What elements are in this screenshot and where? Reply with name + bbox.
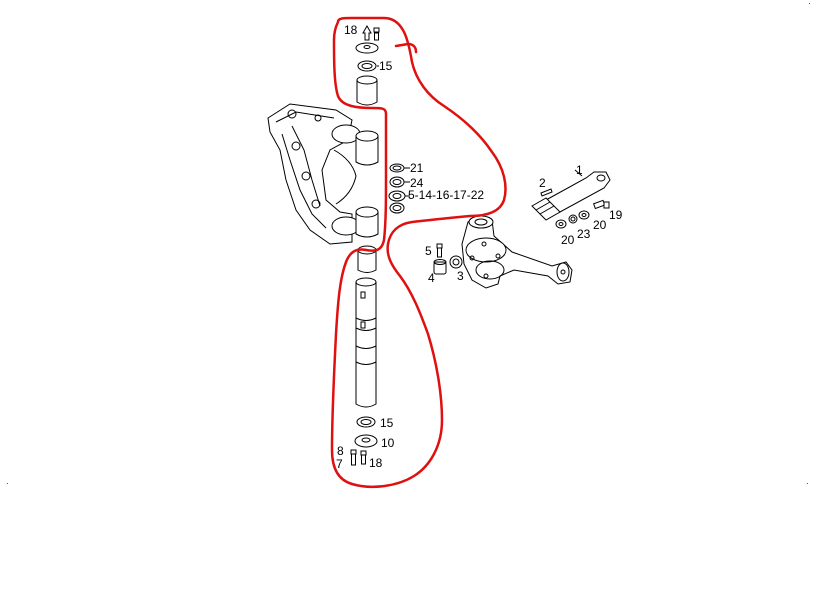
callout-21: 21	[410, 161, 424, 175]
washer-23	[568, 214, 578, 224]
key-2	[540, 188, 553, 197]
nut-20a	[555, 219, 567, 229]
steering-arm	[531, 171, 611, 221]
bottom-bolt-8	[350, 449, 357, 466]
callout-20a: 20	[561, 233, 575, 247]
corner-marks: · · ·	[6, 0, 811, 488]
callout-19: 19	[609, 208, 623, 222]
upper-boss-bushing	[355, 130, 379, 166]
svg-text:·: ·	[6, 479, 9, 488]
top-bushing	[356, 75, 378, 106]
callout-5: 5	[425, 244, 432, 258]
callout-10: 10	[381, 436, 395, 450]
callout-labels: 18 15 21 24 5-14-16-17-22 1 2 19 20 23 2…	[336, 23, 623, 471]
red-highlight-outline	[330, 16, 507, 489]
callout-15-top: 15	[379, 59, 393, 73]
axle-bracket-casting	[267, 103, 361, 245]
nut-20b	[578, 210, 590, 220]
steering-knuckle	[461, 215, 573, 289]
top-bolt-arrow	[362, 24, 372, 41]
svg-text:·: ·	[808, 0, 811, 8]
bolt-19	[592, 199, 610, 210]
callout-23: 23	[577, 227, 591, 241]
callout-8: 8	[337, 444, 344, 458]
king-pin	[355, 277, 377, 408]
bottom-washer-15	[356, 416, 376, 428]
callout-18-bottom: 18	[369, 456, 383, 470]
bottom-bolt-18	[360, 450, 367, 465]
top-washer-15	[357, 60, 377, 72]
callout-3: 3	[457, 269, 464, 283]
top-cap-plate	[355, 42, 379, 54]
pin-5	[436, 243, 443, 258]
svg-text:·: ·	[806, 479, 809, 488]
seal-ring-21	[389, 163, 405, 173]
leader-lines	[377, 65, 583, 197]
bushing-4	[433, 259, 447, 275]
callout-18-top: 18	[344, 23, 358, 37]
ring-3	[449, 255, 463, 269]
seal-ring-24	[389, 176, 405, 188]
red-highlight-hook	[394, 42, 418, 54]
callout-24: 24	[410, 176, 424, 190]
top-bolt	[373, 27, 380, 41]
callout-1: 1	[576, 163, 583, 177]
callout-2: 2	[539, 176, 546, 190]
bottom-cap-plate-10	[354, 434, 378, 448]
seal-ring-set	[388, 190, 406, 214]
callout-5-14-16-17-22: 5-14-16-17-22	[408, 188, 484, 202]
callout-7: 7	[336, 457, 343, 471]
callout-15-bottom: 15	[380, 416, 394, 430]
lower-boss-bushing	[355, 206, 379, 238]
callout-20b: 20	[593, 218, 607, 232]
callout-4: 4	[428, 271, 435, 285]
